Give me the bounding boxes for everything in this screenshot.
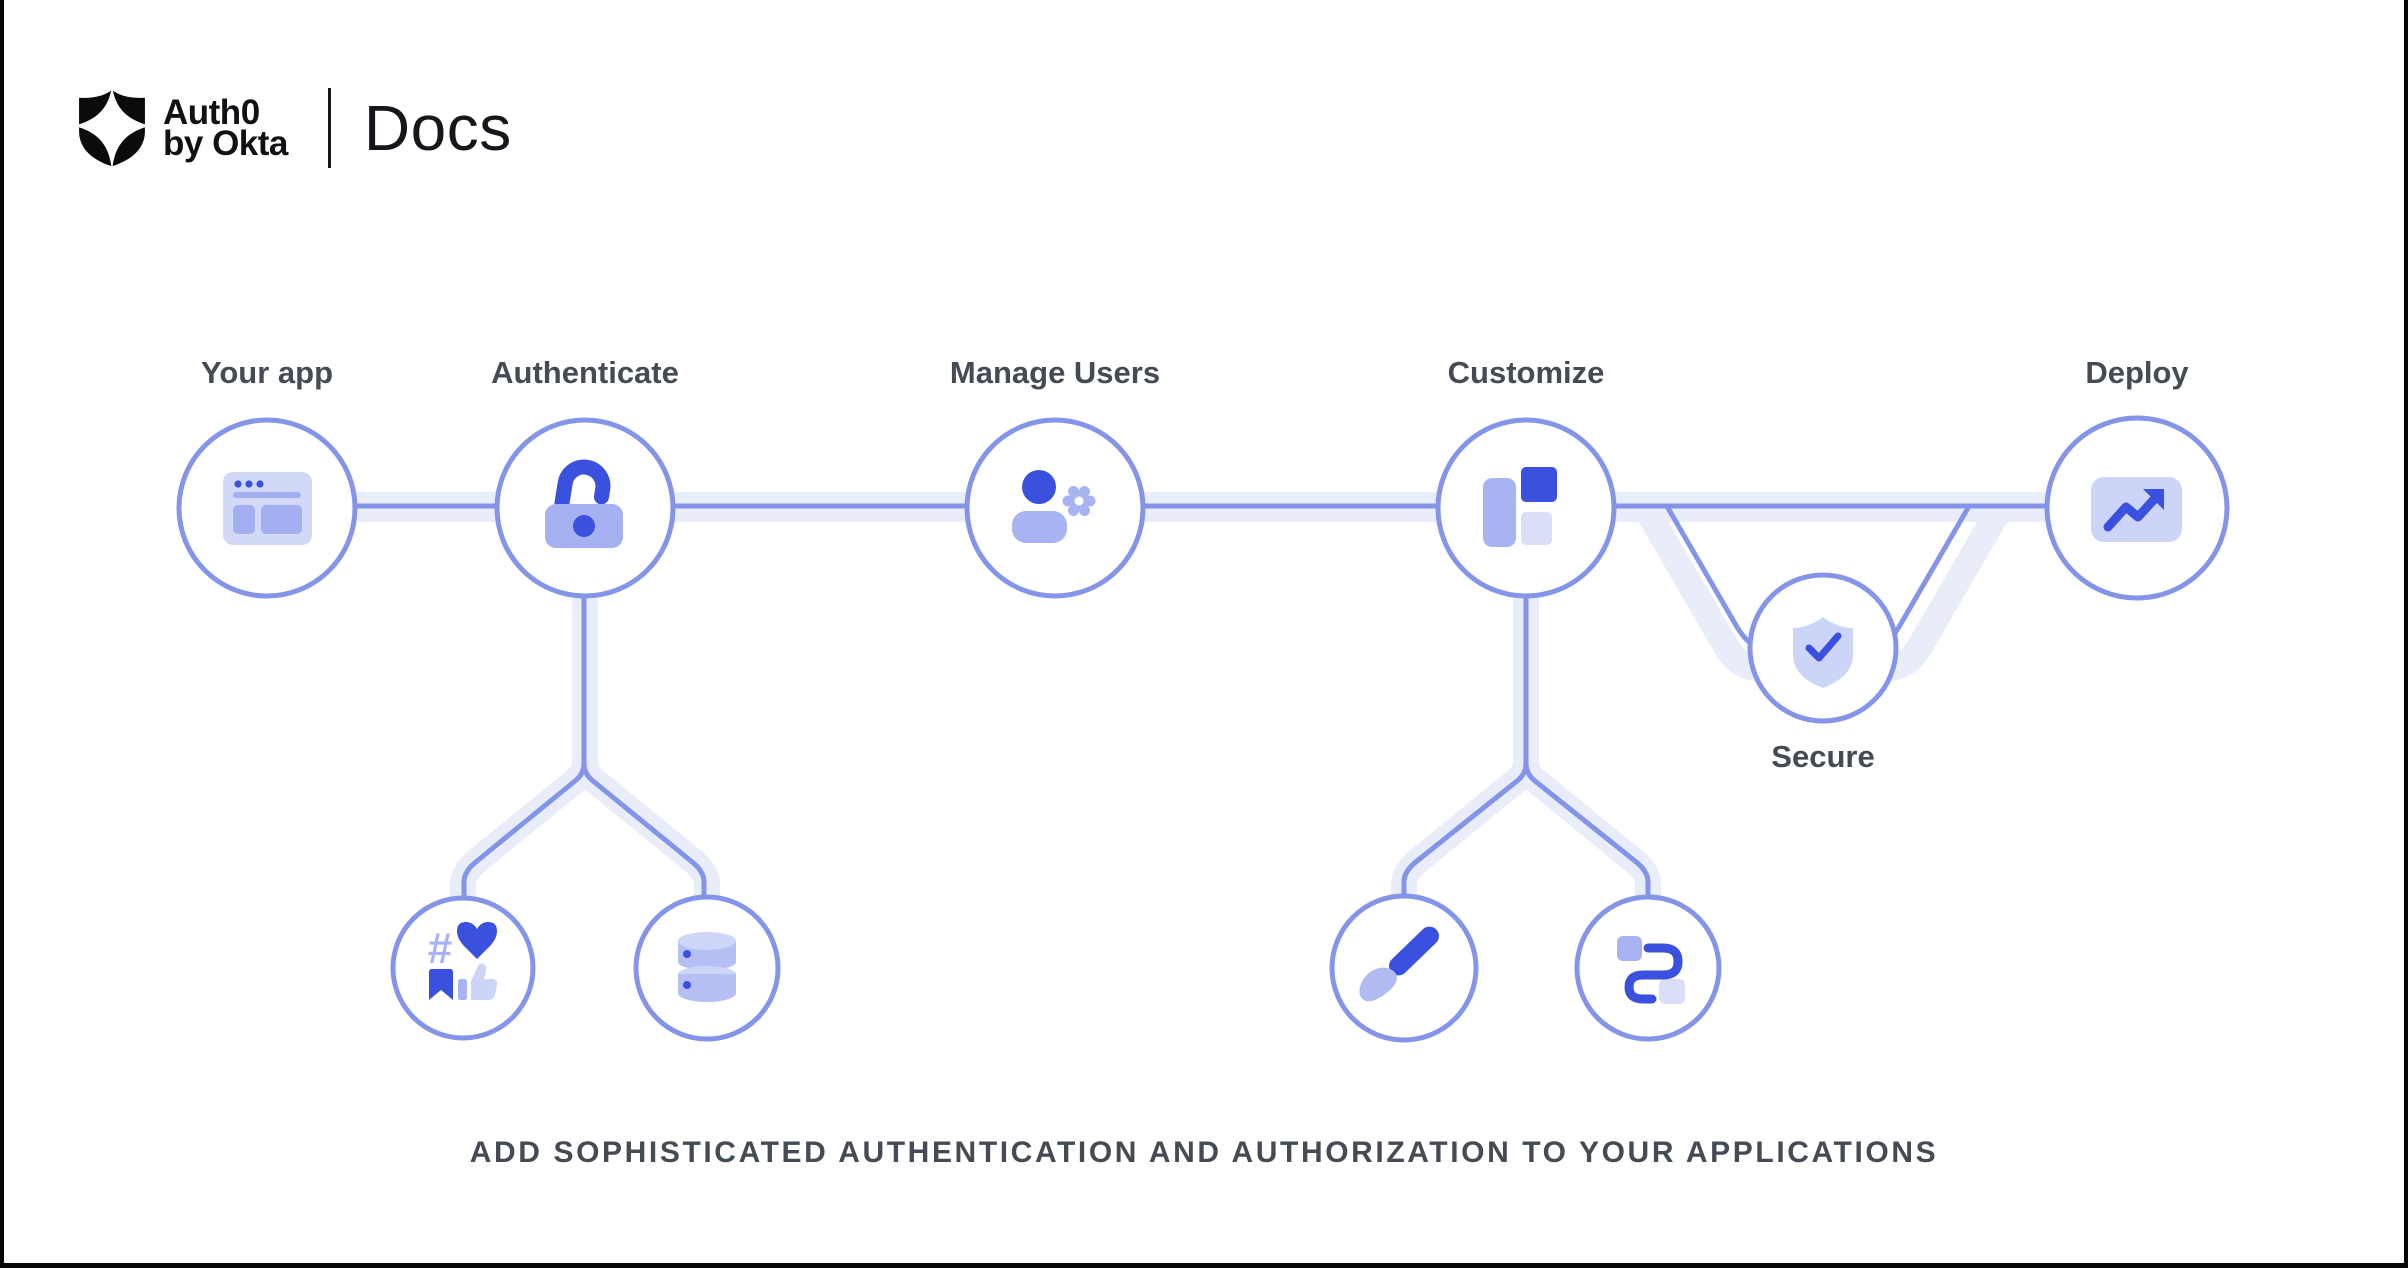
subnode-database (633, 894, 781, 1042)
brand-line1: Auth0 (163, 93, 260, 132)
auth0-docs-logo[interactable]: Auth0 by Okta Docs (78, 84, 512, 172)
social-login-icon: # (428, 922, 498, 1000)
product-title: Docs (363, 92, 512, 164)
subnode-workflow (1574, 894, 1722, 1042)
node-label-your-app: Your app (201, 355, 333, 390)
browser-window-icon (223, 472, 312, 545)
diagram-caption: ADD SOPHISTICATED AUTHENTICATION AND AUT… (469, 1136, 1939, 1169)
brand-wordmark: Auth0 by Okta (163, 95, 288, 161)
node-secure[interactable]: Secure (1747, 572, 1899, 774)
node-label-customize: Customize (1448, 355, 1605, 390)
database-icon (678, 932, 736, 1002)
hashtag-glyph: # (428, 924, 452, 973)
subnode-paintbrush (1329, 893, 1479, 1043)
user-gear-icon (1012, 470, 1096, 543)
node-deploy[interactable]: Deploy (2044, 355, 2230, 601)
node-label-manage-users: Manage Users (950, 355, 1160, 390)
heart-icon (457, 922, 497, 959)
shield-check-icon (1793, 617, 1853, 688)
node-manage-users[interactable]: Manage Users (950, 355, 1160, 599)
node-label-deploy: Deploy (2085, 355, 2189, 390)
node-label-secure: Secure (1771, 739, 1874, 774)
node-label-authenticate: Authenticate (491, 355, 679, 390)
brand-line2: by Okta (163, 124, 288, 163)
thumbs-up-icon (458, 963, 498, 1000)
growth-chart-icon (2091, 477, 2182, 542)
node-your-app[interactable]: Your app (176, 355, 358, 599)
open-padlock-icon (545, 459, 623, 548)
layout-blocks-icon (1483, 467, 1557, 547)
bookmark-icon (429, 969, 453, 1000)
workflow-icon (1617, 936, 1685, 1004)
node-customize[interactable]: Customize (1435, 355, 1617, 599)
auth0-shield-icon (78, 87, 146, 169)
subnode-social-login: # (390, 895, 536, 1041)
brand-divider (327, 88, 331, 168)
paintbrush-icon (1359, 926, 1439, 1002)
node-authenticate[interactable]: Authenticate (491, 355, 679, 599)
